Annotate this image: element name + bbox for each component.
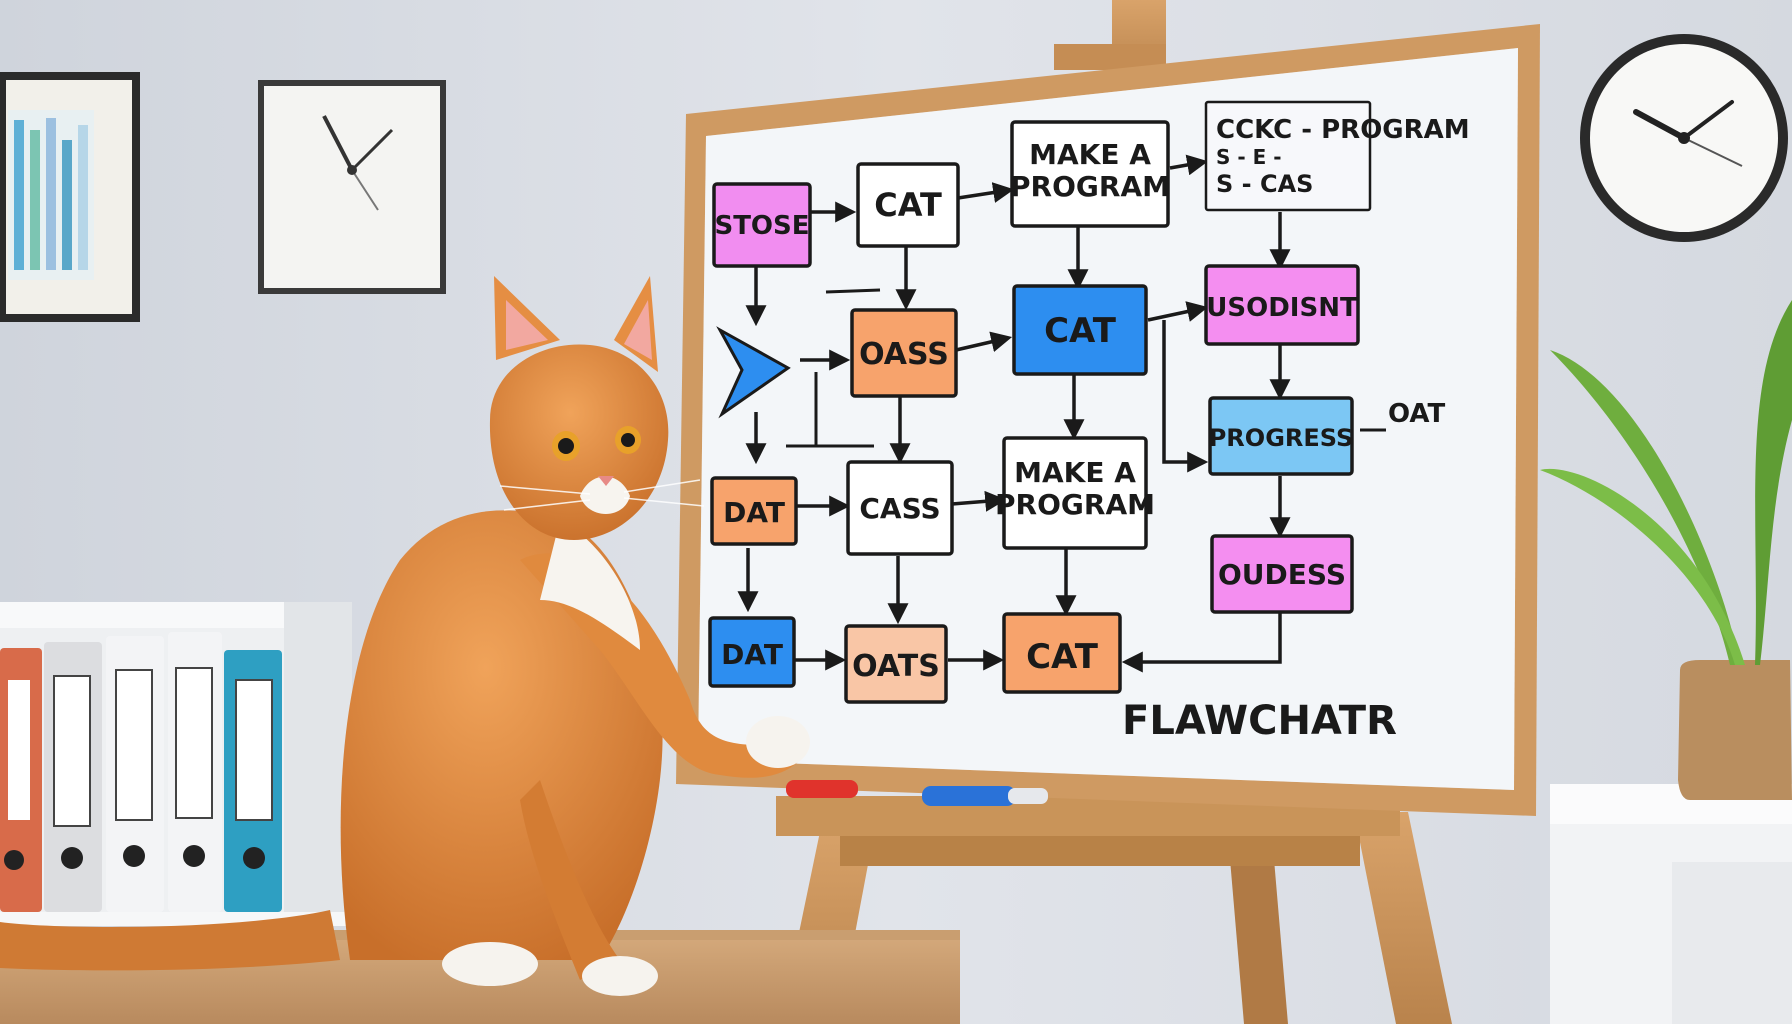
node-usodisnt: [1204, 264, 1360, 346]
blue-chevron-shape: [716, 326, 791, 419]
label-oass: OASS: [859, 337, 949, 372]
node-note: [1204, 100, 1372, 212]
wall-picture: [0, 72, 140, 322]
note-line-2: S - E -: [1216, 145, 1282, 169]
flowchart-nodes: [708, 100, 1372, 704]
cat-front-paw: [582, 956, 658, 996]
cat-back-paw: [442, 942, 538, 986]
flowchart-edges: [737, 154, 1291, 673]
node-make-program-1: [1010, 120, 1170, 228]
square-clock-frame: [258, 80, 446, 294]
red-marker: [786, 780, 858, 798]
label-oudess: OUDESS: [1218, 558, 1346, 591]
label-cat-3: CAT: [1026, 637, 1099, 677]
node-oass: [850, 308, 958, 398]
node-progress: [1208, 396, 1354, 476]
cat-chest: [540, 520, 640, 650]
node-cat-3: [1002, 612, 1122, 694]
node-oats: [844, 624, 948, 704]
node-dat-1: [710, 476, 798, 546]
easel: [776, 0, 1452, 1024]
round-wall-clock: [1580, 34, 1788, 242]
node-cat-1: [856, 162, 960, 248]
node-cass: [846, 460, 954, 556]
label-cat-1: CAT: [874, 186, 942, 224]
label-dat-2: DAT: [721, 638, 783, 671]
note-line-3: S - CAS: [1216, 170, 1313, 198]
label-dat-1: DAT: [723, 496, 785, 529]
node-cat-2: [1012, 284, 1148, 376]
label-stose: STOSE: [714, 211, 809, 241]
cat-paw: [746, 716, 810, 768]
binder-shelf: [0, 602, 352, 926]
node-make-program-2: [1002, 436, 1148, 550]
node-dat-2: [708, 616, 796, 688]
node-stose: [712, 182, 812, 268]
orange-cat: [0, 276, 810, 996]
node-oudess: [1210, 534, 1354, 614]
note-line-1: CCKC - PROGRAM: [1216, 115, 1470, 145]
label-cat-2: CAT: [1044, 311, 1117, 351]
label-oats: OATS: [852, 649, 940, 684]
side-label-oat: OAT: [1388, 399, 1446, 429]
blue-marker: [922, 786, 1016, 806]
cat-nose: [598, 476, 614, 486]
flowchart-connectors: [786, 288, 1386, 448]
label-cass: CASS: [859, 492, 940, 525]
cat-tail: [0, 910, 340, 971]
label-progress: PROGRESS: [1209, 424, 1354, 452]
cat-muzzle: [580, 476, 630, 514]
label-usodisnt: USODISNT: [1206, 293, 1358, 323]
potted-plant: [1540, 300, 1792, 1024]
board-title: FLAWCHATR: [1122, 698, 1397, 744]
marker-tray: [786, 780, 1048, 806]
